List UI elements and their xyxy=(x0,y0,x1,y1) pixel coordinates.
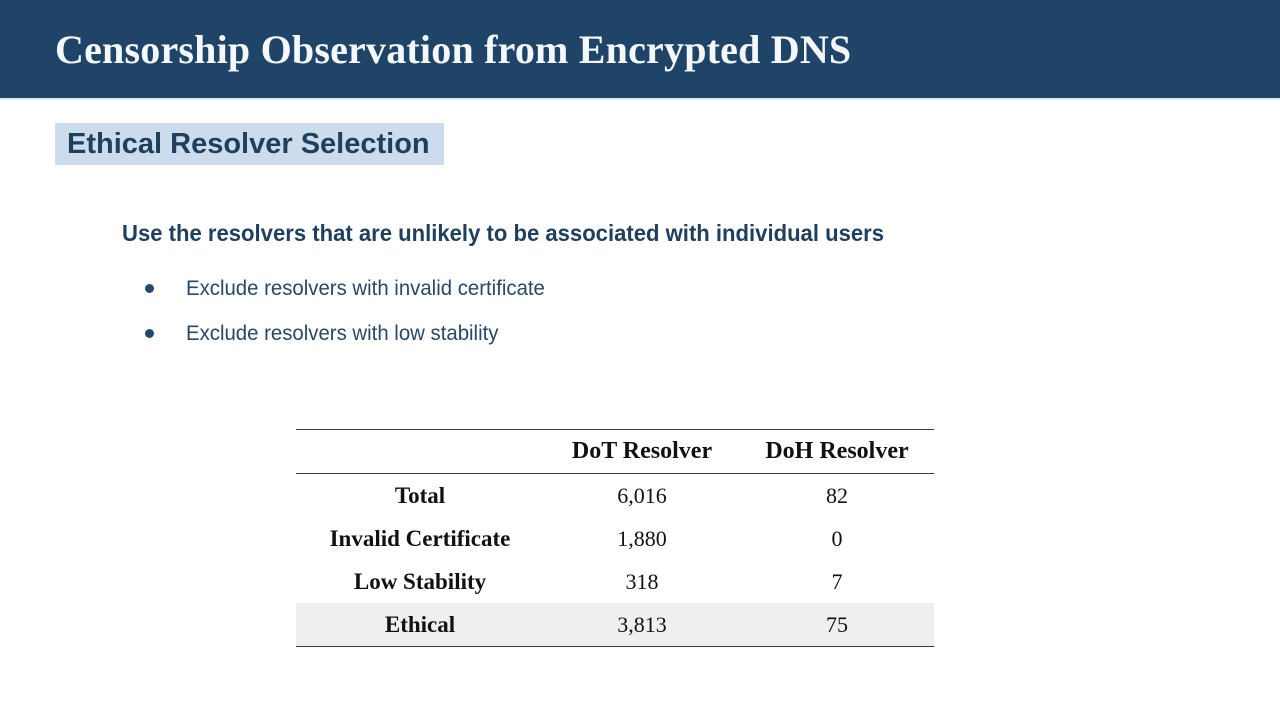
cell-total-doh: 82 xyxy=(826,482,848,508)
table-row: Total 6,016 82 xyxy=(296,474,934,518)
section-title-label: Ethical Resolver Selection xyxy=(67,127,430,160)
list-item: Exclude resolvers with low stability xyxy=(140,311,940,356)
row-label-total: Total xyxy=(394,483,446,508)
bullet-dot-icon xyxy=(145,284,154,293)
bullet-dot-icon xyxy=(145,329,154,338)
table-header-row: DoT Resolver DoH Resolver xyxy=(296,429,934,474)
column-header-doh-resolver: DoH Resolver xyxy=(765,438,909,464)
table-row: Low Stability 318 7 xyxy=(296,560,934,603)
row-label-ethical: Ethical xyxy=(384,612,456,637)
cell-ethical-doh: 75 xyxy=(826,611,848,637)
bullet-item-label: Exclude resolvers with low stability xyxy=(186,321,499,345)
cell-low-stability-doh: 7 xyxy=(831,568,843,594)
slide-title: Censorship Observation from Encrypted DN… xyxy=(55,27,852,72)
body-heading: Use the resolvers that are unlikely to b… xyxy=(122,220,885,246)
section-title-chip: Ethical Resolver Selection xyxy=(55,123,444,165)
bullet-list: Exclude resolvers with invalid certifica… xyxy=(140,266,940,356)
cell-invalid-certificate-dot: 1,880 xyxy=(617,525,667,551)
slide-header-bar xyxy=(0,0,1280,98)
cell-invalid-certificate-doh: 0 xyxy=(831,525,843,551)
resolver-stats-table-container: DoT Resolver DoH Resolver Total 6,016 82… xyxy=(296,429,934,647)
table-header: DoT Resolver DoH Resolver xyxy=(296,429,934,474)
table-row-highlighted: Ethical 3,813 75 xyxy=(296,603,934,647)
bullet-item-label: Exclude resolvers with invalid certifica… xyxy=(186,276,545,300)
cell-total-dot: 6,016 xyxy=(617,482,667,508)
table-body: Total 6,016 82 Invalid Certificate 1,880… xyxy=(296,474,934,647)
header-underline xyxy=(0,98,1280,100)
row-label-invalid-certificate: Invalid Certificate xyxy=(329,526,511,551)
row-label-low-stability: Low Stability xyxy=(353,569,487,594)
column-header-blank xyxy=(296,430,544,474)
list-item: Exclude resolvers with invalid certifica… xyxy=(140,266,940,311)
cell-ethical-dot: 3,813 xyxy=(617,611,667,637)
resolver-stats-table: DoT Resolver DoH Resolver Total 6,016 82… xyxy=(296,429,934,647)
column-header-dot-resolver: DoT Resolver xyxy=(571,438,713,464)
cell-low-stability-dot: 318 xyxy=(625,568,659,594)
table-row: Invalid Certificate 1,880 0 xyxy=(296,517,934,560)
